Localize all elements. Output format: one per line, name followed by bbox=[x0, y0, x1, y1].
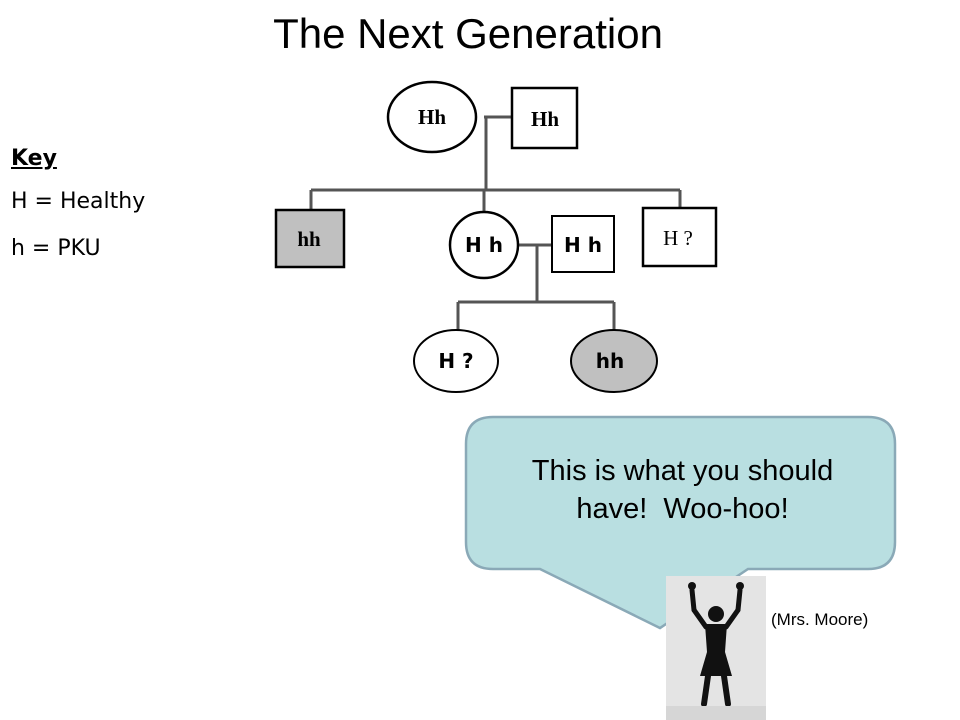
grandchild-affected-genotype: hh bbox=[596, 349, 624, 373]
grandmother-circle bbox=[386, 80, 478, 154]
grandfather-genotype: Hh bbox=[531, 107, 559, 131]
photo-credit: (Mrs. Moore) bbox=[771, 610, 869, 629]
grandmother-genotype: Hh bbox=[418, 105, 446, 129]
key-legend: Key H = Healthy h = PKU bbox=[11, 146, 145, 283]
key-pku: h = PKU bbox=[11, 236, 101, 261]
child-unknown-square bbox=[641, 206, 718, 268]
child-affected-square bbox=[274, 208, 346, 269]
grandchild-unknown-genotype: H ? bbox=[438, 349, 473, 373]
key-healthy: H = Healthy bbox=[11, 189, 146, 214]
child-affected-genotype: hh bbox=[297, 227, 321, 251]
child-mother-circle bbox=[448, 210, 520, 280]
key-heading: Key bbox=[11, 146, 57, 171]
spouse-square bbox=[551, 215, 615, 273]
speech-line-1: This is what you should bbox=[531, 455, 834, 487]
pedigree-lines bbox=[309, 115, 682, 330]
grandchild-affected-circle bbox=[570, 329, 658, 393]
child-unknown-genotype: H ? bbox=[663, 226, 693, 250]
speech-bubble-text: This is what you should have! Woo-hoo! bbox=[470, 452, 895, 528]
speech-line-2: have! Woo-hoo! bbox=[576, 493, 789, 525]
grandfather-square bbox=[510, 86, 579, 150]
spouse-genotype: H h bbox=[564, 233, 602, 257]
child-mother-genotype: H h bbox=[465, 233, 503, 257]
slide-title: The Next Generation bbox=[273, 10, 663, 57]
grandchild-unknown-circle bbox=[413, 329, 499, 393]
cheering-person-silhouette bbox=[666, 576, 766, 720]
